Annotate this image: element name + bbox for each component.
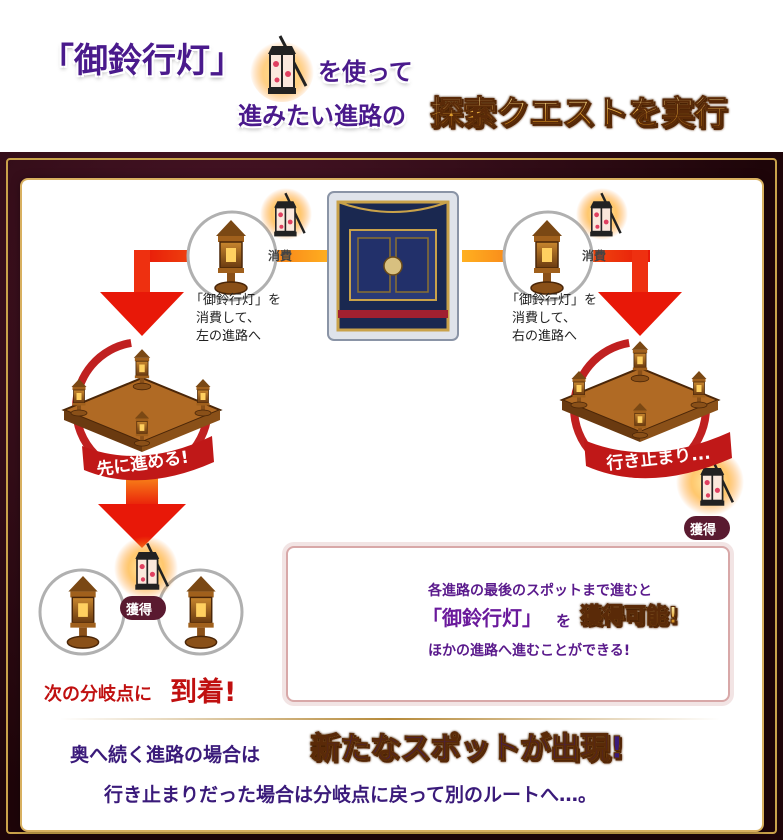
- info-line2-item: 「御鈴行灯」: [422, 606, 542, 630]
- right-note-line1: 「御鈴行灯」を: [506, 293, 598, 308]
- left-note-line2: 消費して、: [196, 311, 260, 326]
- left-note-line3: 左の進路へ: [196, 329, 262, 344]
- right-consume-label: 消費: [582, 249, 607, 263]
- right-note-line2: 消費して、: [512, 311, 576, 326]
- info-line2-mid: を: [556, 612, 572, 630]
- lantern-icon: [250, 35, 314, 102]
- footer-line1-prefix: 奥へ続く進路の場合は: [70, 744, 261, 766]
- header-line1-suffix: を使って: [318, 58, 413, 86]
- arrive-highlight: 到着!: [170, 677, 237, 708]
- left-consume-label: 消費: [268, 249, 293, 263]
- right-note-line3: 右の進路へ: [512, 329, 578, 344]
- footer-line1-highlight: 新たなスポットが出現!: [310, 731, 625, 766]
- arrive-prefix: 次の分岐点に: [44, 684, 152, 705]
- header-line2-highlight: 探索クエストを実行: [430, 93, 728, 132]
- left-note-line1: 「御鈴行灯」を: [190, 293, 282, 308]
- header-line2-prefix: 進みたい進路の: [238, 102, 406, 130]
- center-obtain-label: 獲得: [126, 603, 153, 618]
- info-line3: ほかの進路へ進むことができる!: [428, 643, 631, 659]
- right-obtain-label: 獲得: [690, 523, 717, 538]
- info-box: [286, 546, 730, 702]
- footer-line2: 行き止まりだった場合は分岐点に戻って別のルートへ…。: [104, 784, 598, 806]
- info-line1: 各進路の最後のスポットまで進むと: [428, 583, 652, 599]
- footer-divider: [60, 718, 720, 720]
- header-item-name: 「御鈴行灯」: [40, 41, 244, 81]
- info-line2-highlight: 獲得可能!: [579, 604, 679, 629]
